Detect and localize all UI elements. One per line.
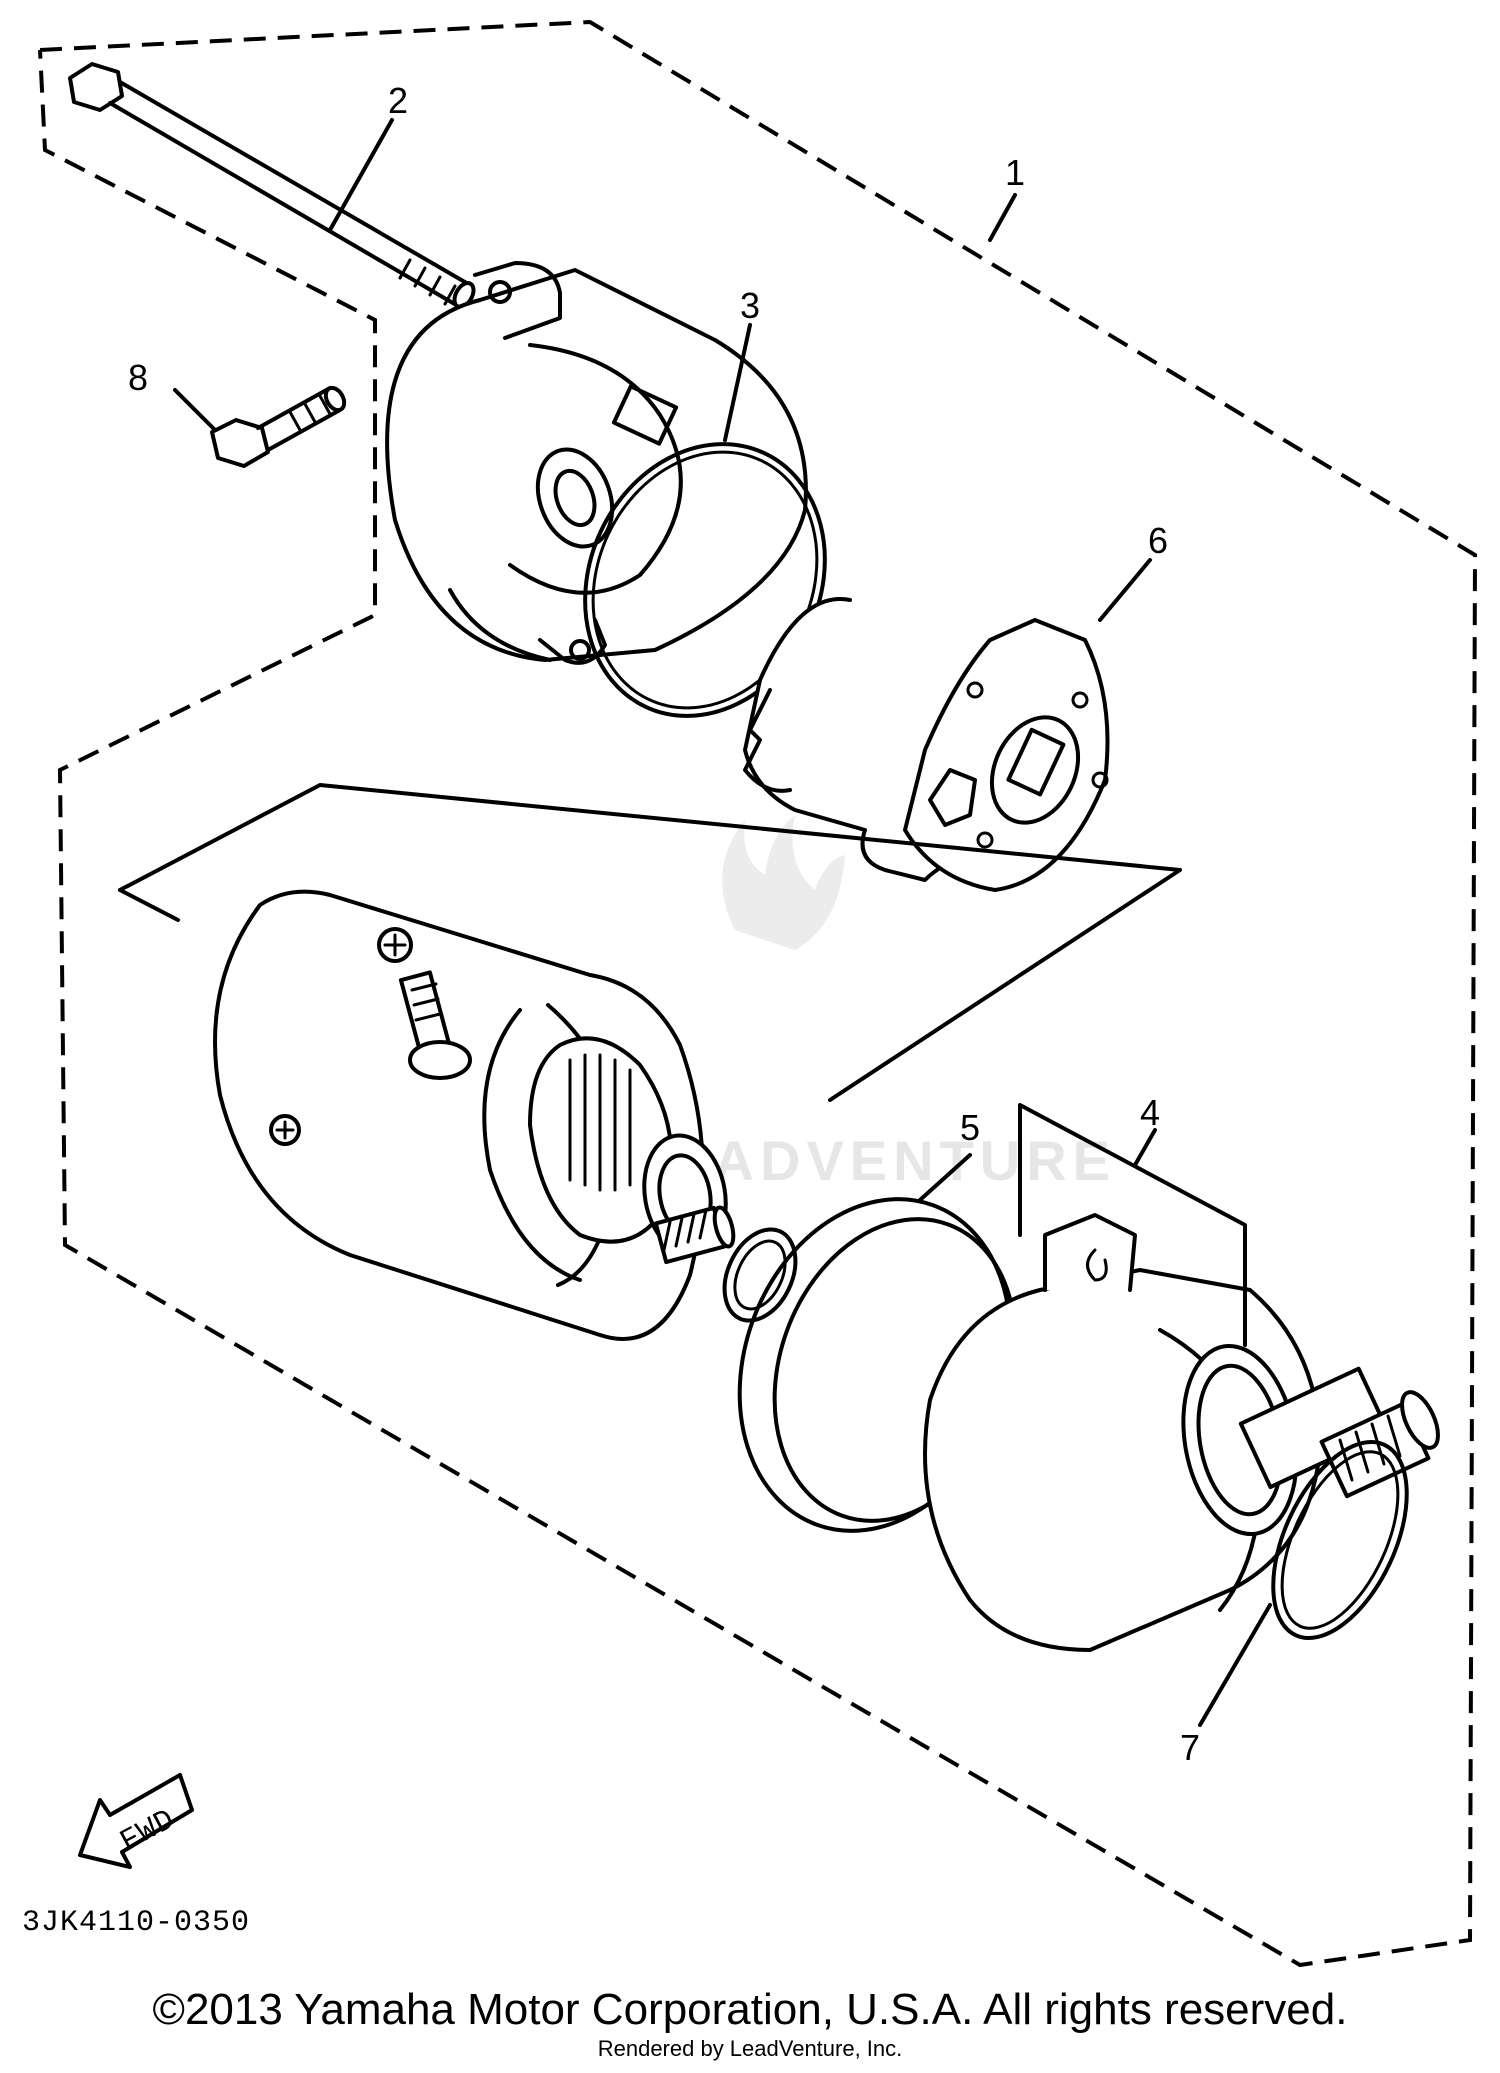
callout-2: 2 xyxy=(388,80,408,121)
part-4-front-cover xyxy=(923,1213,1440,1652)
callout-7: 7 xyxy=(1180,1727,1200,1768)
callout-5: 5 xyxy=(960,1107,980,1148)
callout-3: 3 xyxy=(740,285,760,326)
callout-1: 1 xyxy=(1005,152,1025,193)
callout-6: 6 xyxy=(1148,520,1168,561)
part-6-brush-holder xyxy=(743,597,1110,892)
callout-8: 8 xyxy=(128,357,148,398)
rendered-by-notice: Rendered by LeadVenture, Inc. xyxy=(597,2036,903,2061)
assembly-plane xyxy=(118,783,1182,1102)
yoke-body xyxy=(213,889,736,1341)
part-2-through-bolt xyxy=(68,62,476,309)
rear-cover xyxy=(385,261,808,665)
part-8-bolt xyxy=(210,385,347,468)
leader-lines xyxy=(173,118,1272,1727)
callouts: 1 2 3 4 5 6 7 8 xyxy=(128,80,1200,1768)
copyright-notice: ©2013 Yamaha Motor Corporation, U.S.A. A… xyxy=(152,1985,1348,2034)
small-o-ring xyxy=(722,1227,798,1323)
part-7-snap-ring xyxy=(1271,1440,1409,1640)
diagram-code: 3JK4110-0350 xyxy=(22,1906,250,1940)
assembly-outline xyxy=(38,19,1478,1968)
fwd-arrow-icon: FWD xyxy=(78,1773,194,1869)
callout-4-bracket xyxy=(1018,1103,1247,1347)
callout-4: 4 xyxy=(1140,1092,1160,1133)
